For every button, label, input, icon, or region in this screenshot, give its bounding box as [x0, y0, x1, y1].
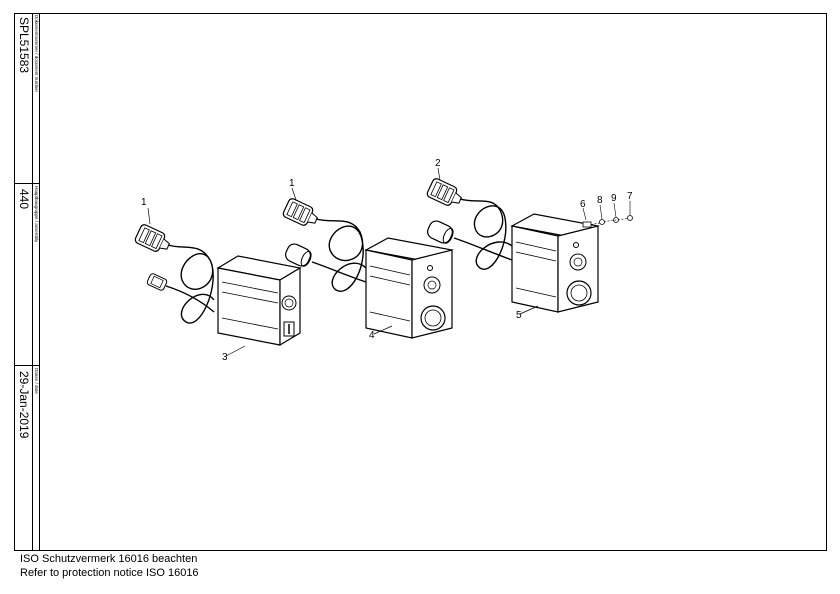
callout-5: 5	[516, 310, 522, 321]
enclosure-5	[510, 213, 600, 313]
callout-2: 2	[435, 158, 441, 169]
callout-7: 7	[627, 191, 633, 202]
callout-6: 6	[580, 199, 586, 210]
protection-notice-en: Refer to protection notice ISO 16016	[20, 567, 199, 579]
title-block: Dokumentnummer / document number SPL5158…	[14, 13, 40, 551]
callout-1-middle: 1	[289, 178, 295, 189]
callout-1-left: 1	[141, 197, 147, 208]
title-block-separator	[14, 183, 40, 184]
title-block-divider	[32, 13, 33, 551]
connector-plug-1a	[133, 222, 173, 257]
callout-3: 3	[222, 352, 228, 363]
unit-middle	[281, 187, 454, 339]
unit-left	[133, 207, 302, 357]
hardware-parts	[582, 201, 633, 228]
callout-9: 9	[611, 193, 617, 204]
connector-plug-small	[146, 273, 168, 291]
drawing-frame	[14, 13, 827, 551]
protection-notice-de: ISO Schutzvermerk 16016 beachten	[20, 553, 198, 565]
title-block-separator	[14, 365, 40, 366]
unit-right	[425, 167, 633, 315]
connector-plug-1b	[281, 196, 321, 231]
enclosure-3	[216, 255, 302, 347]
connector-socket-round	[285, 243, 312, 267]
callout-4: 4	[369, 330, 375, 341]
connector-socket-round-2	[427, 220, 454, 244]
enclosure-4	[364, 237, 454, 339]
callout-8: 8	[597, 195, 603, 206]
connector-plug-2	[425, 176, 465, 211]
